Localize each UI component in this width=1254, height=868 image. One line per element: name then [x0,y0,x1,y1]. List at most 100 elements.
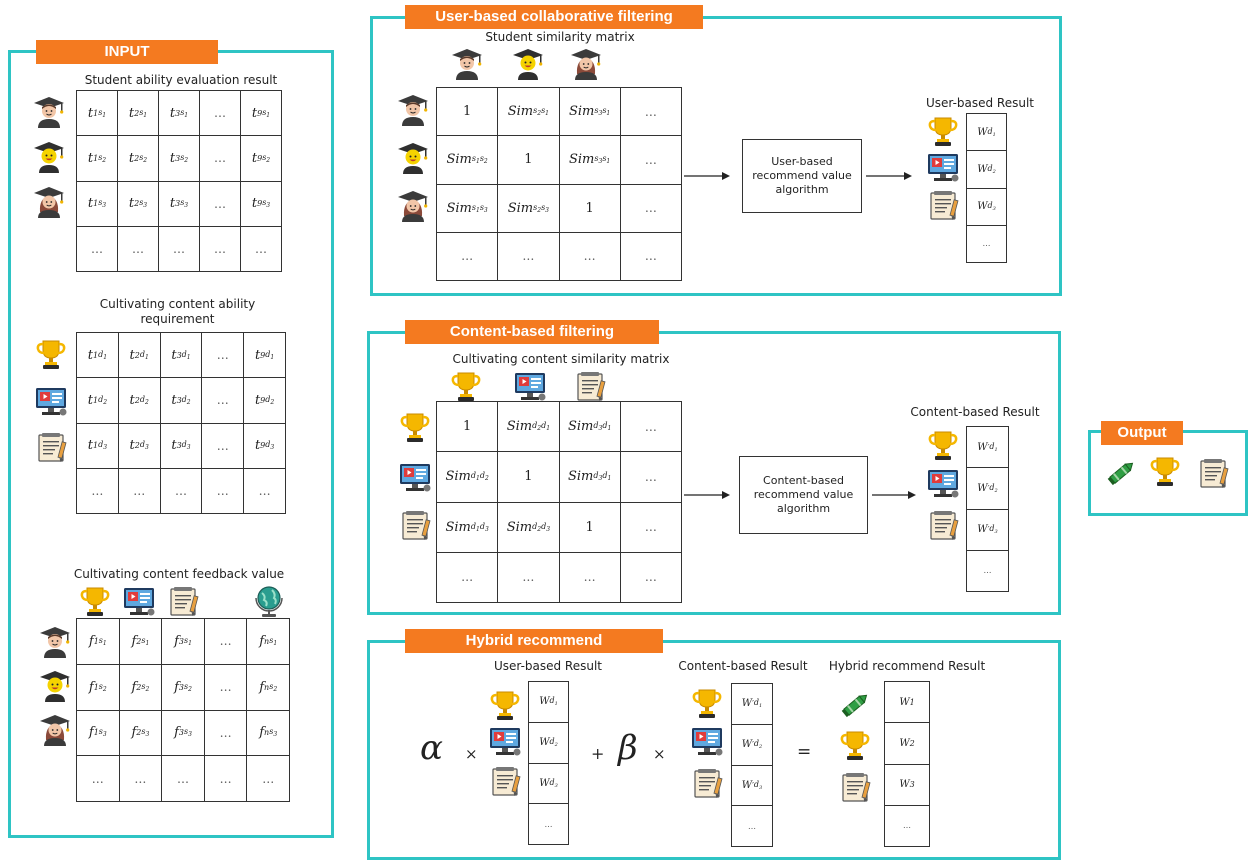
alpha-symbol: α [420,728,443,768]
result-cell: W′d2 [967,468,1009,510]
times-sign-1: × [465,745,478,763]
document-icon [1198,456,1232,490]
arrow-to-content-algorithm [684,491,730,499]
trophy-icon [926,428,960,462]
matrix-cell: 1 [498,452,560,503]
input-tag: INPUT [36,40,218,64]
result-cell: W′d2 [732,724,773,766]
hybrid-panel [367,640,1061,860]
result-cell: W′d3 [967,509,1009,551]
student-female-icon [32,184,66,218]
times-sign-2: × [653,745,666,763]
matrix-cell: … [200,91,241,137]
content-matrix-title: Cultivating content similarity matrix [452,352,670,366]
content-result-title: Content-based Result [910,405,1040,419]
video-screen-icon [690,724,724,758]
matrix-cell: … [118,468,161,514]
matrix-cell: … [77,468,119,514]
matrix-cell: … [160,468,203,514]
trophy-icon [398,410,432,444]
arrow-to-user-result [866,172,912,180]
result-cell: W′d1 [967,427,1009,469]
video-screen-icon [926,466,960,500]
matrix-cell: … [498,552,560,603]
document-icon [36,430,70,464]
matrix-cell: … [204,619,248,665]
hybrid-result-title: Hybrid recommend Result [828,659,986,673]
student-yellow-icon [511,46,545,80]
equals-sign: = [797,742,812,762]
matrix-cell: 1 [498,136,560,185]
result-cell: W′d1 [732,684,773,725]
content-cf-tag: Content-based filtering [405,320,659,344]
plus-sign: + [591,744,605,763]
student-male-icon [38,624,72,658]
content-algorithm-box: Content-based recommend value algorithm [739,456,868,534]
trophy-icon [1148,454,1182,488]
matrix-cell: … [200,136,241,182]
video-screen-icon [926,150,960,184]
matrix-cell: 1 [437,402,499,453]
user-algorithm-box: User-based recommend value algorithm [742,139,862,213]
matrix-cell: … [437,552,499,603]
trophy-icon [488,688,522,722]
student-yellow-icon [32,139,66,173]
trophy-icon [34,337,68,371]
matrix-cell: … [620,184,682,233]
matrix-cell: … [620,502,682,553]
matrix-cell: … [159,226,200,272]
hybrid-user-result-title: User-based Result [493,659,603,673]
document-icon [840,770,874,804]
feedback-title: Cultivating content feedback value [73,567,285,581]
document-icon [168,584,202,618]
video-screen-icon [34,384,68,418]
requirement-title: Cultivating content ability requirement [99,297,256,326]
result-cell: … [885,805,930,847]
document-icon [928,508,962,542]
output-tag: Output [1101,421,1183,445]
arrow-to-user-algorithm [684,172,730,180]
trophy-icon [78,584,112,618]
hybrid-tag: Hybrid recommend [405,629,663,653]
document-icon [490,764,524,798]
video-screen-icon [398,460,432,494]
matrix-cell: … [437,232,499,281]
matrix-cell: … [241,226,282,272]
matrix-cell: … [620,402,682,453]
video-screen-icon [488,724,522,758]
result-cell: … [529,804,569,845]
